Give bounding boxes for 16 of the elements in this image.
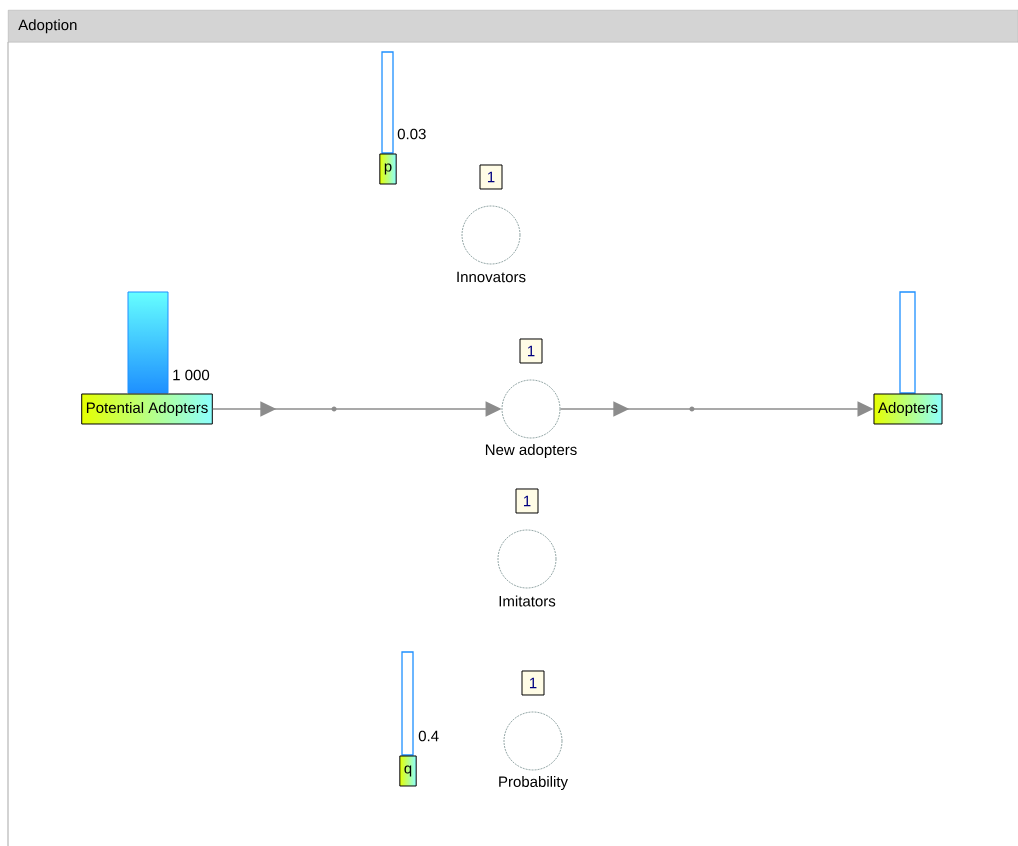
node-label: New adopters bbox=[485, 444, 577, 458]
node-label: Imitators bbox=[499, 595, 556, 607]
value-box: 1 bbox=[479, 164, 503, 190]
value-box: 1 bbox=[521, 670, 545, 696]
stock-box: p bbox=[379, 153, 397, 185]
value-label: 1 000 bbox=[173, 369, 210, 381]
title-bar: Adoption bbox=[8, 10, 1018, 43]
node-label: Probability bbox=[499, 776, 568, 790]
stock-box: Adopters bbox=[873, 393, 943, 425]
value-label: 0.03 bbox=[397, 128, 426, 140]
stock-box: q bbox=[399, 755, 417, 787]
stock-box: Potential Adopters bbox=[81, 393, 213, 425]
value-box: 1 bbox=[515, 488, 539, 514]
node-label: Innovators bbox=[457, 271, 526, 283]
value-box: 1 bbox=[519, 338, 543, 364]
value-label: 0.4 bbox=[418, 730, 439, 742]
